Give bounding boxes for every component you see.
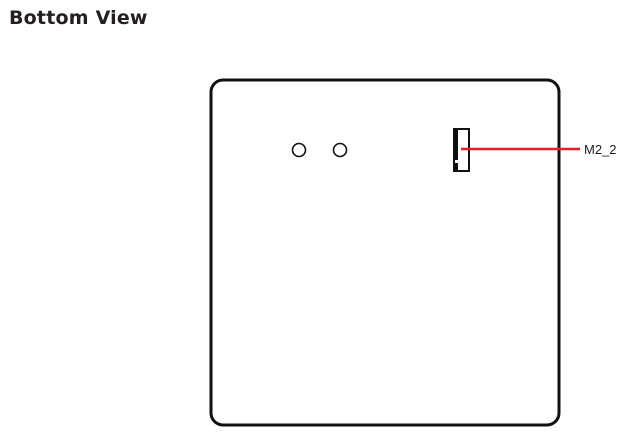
mounting-hole-left xyxy=(291,142,307,158)
mounting-hole-right xyxy=(332,142,348,158)
m2-slot-label: M2_2 xyxy=(584,142,617,157)
board-outline xyxy=(209,78,561,427)
page-title: Bottom View xyxy=(9,7,148,29)
